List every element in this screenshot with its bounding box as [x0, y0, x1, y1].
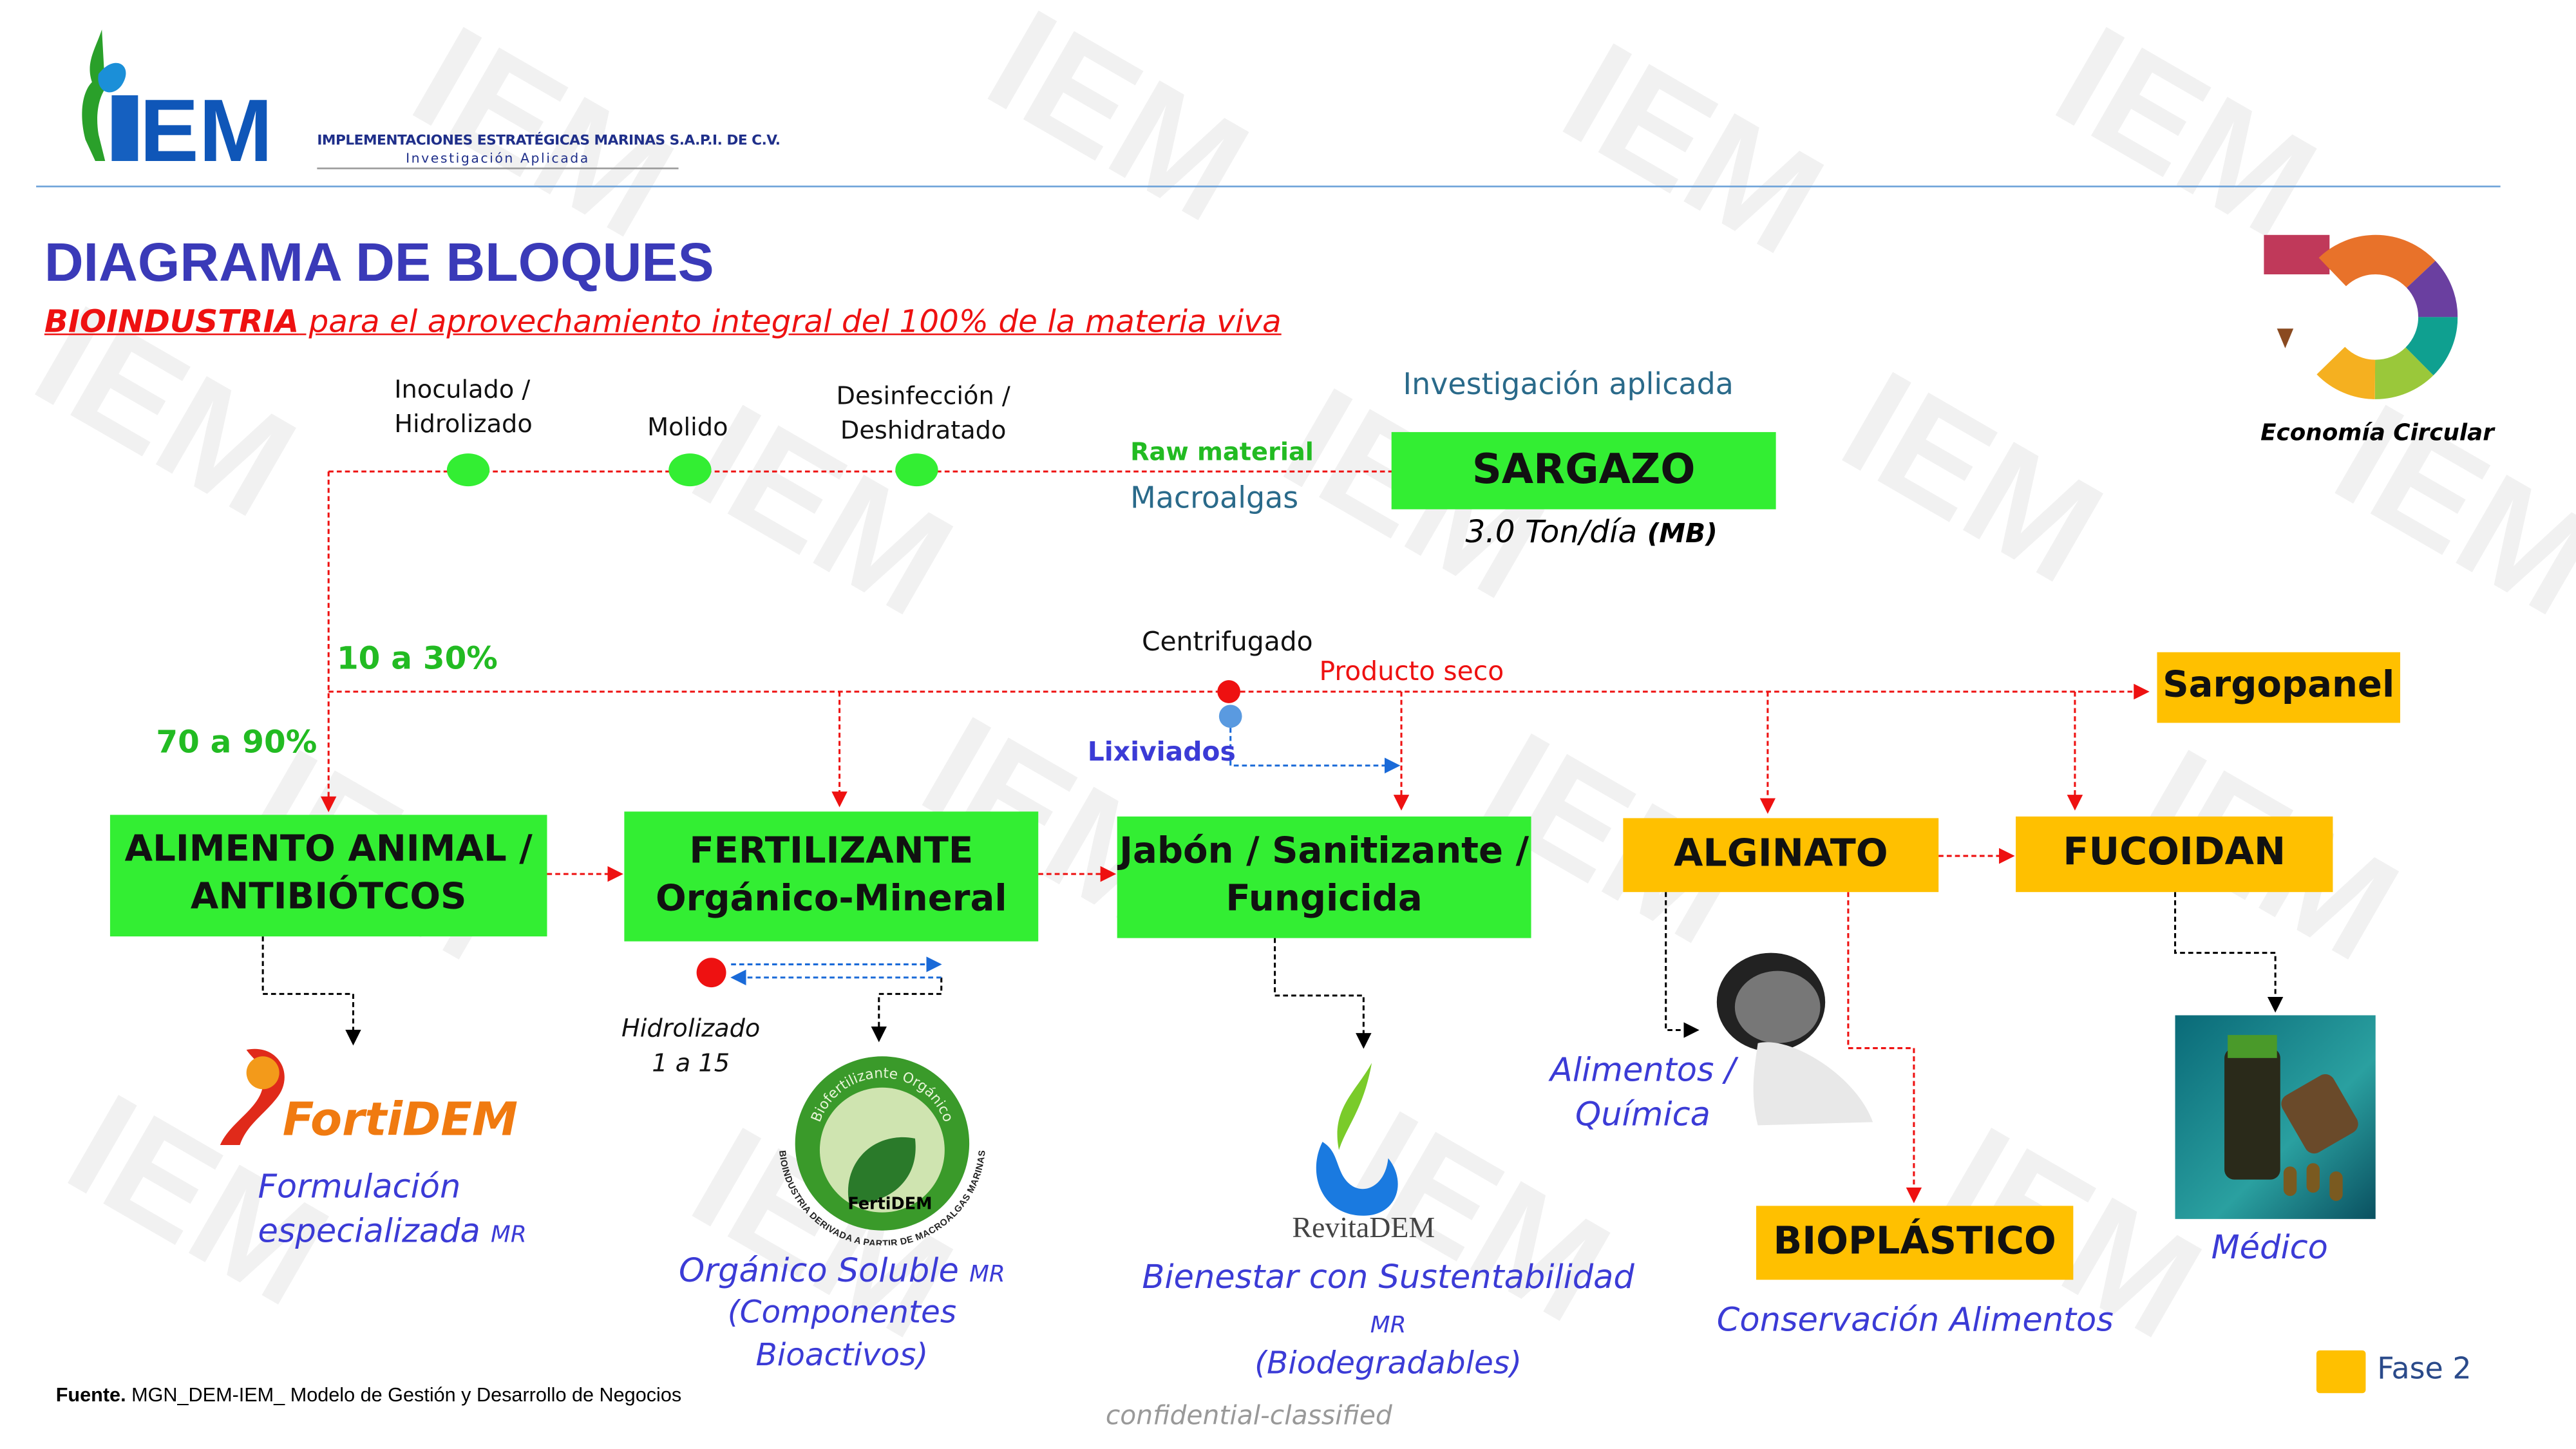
fortidem-description: Formulación especializada MR [258, 1165, 527, 1254]
circular-economy-graphic [2264, 230, 2458, 404]
sargazo-quantity: 3.0 Ton/día (MB) [1465, 514, 1717, 550]
source-bold: Fuente. [55, 1383, 126, 1406]
source-text: MGN_DEM-IEM_ Modelo de Gestión y Desarro… [126, 1383, 682, 1406]
alginato-box: ALGINATO [1623, 818, 1939, 893]
fertilizante-line2: Orgánico-Mineral [655, 878, 1007, 920]
revitadem-logo-text: RevitaDEM [1292, 1211, 1435, 1244]
process-dots [446, 453, 1242, 988]
sargazo-box: SARGAZO [1391, 431, 1776, 509]
fortidem-logo-text: FortiDEM [282, 1092, 518, 1147]
step-desinfeccion: Desinfección / Deshidratado [836, 381, 1010, 446]
jabon-line2: Fungicida [1226, 878, 1423, 920]
alginato-line1: Alimentos / [1550, 1050, 1736, 1090]
fertidem-description: Orgánico Soluble MR (Componentes Bioacti… [657, 1249, 1027, 1378]
step-molido: Molido [647, 412, 728, 442]
quantity-unit: (MB) [1647, 517, 1718, 549]
circular-economy-label: Economía Circular [2260, 421, 2494, 447]
subtitle-rest: para el aprovechamiento integral del 100… [299, 303, 1282, 341]
page-subtitle: BIOINDUSTRIA para el aprovechamiento int… [44, 304, 1282, 340]
lixiviados-label: Lixiviados [1087, 735, 1236, 768]
fertilizante-line1: FERTILIZANTE [689, 831, 974, 873]
alginato-description: Alimentos / Química [1544, 1048, 1741, 1137]
legend-swatch-fase2 [2316, 1350, 2366, 1394]
step-inoculado: Inoculado / Hidrolizado [394, 374, 533, 439]
fucoidan-description: Médico [2211, 1227, 2328, 1267]
macroalgas-label: Macroalgas [1130, 481, 1299, 516]
source-note: Fuente. MGN_DEM-IEM_ Modelo de Gestión y… [56, 1383, 681, 1406]
research-label: Investigación aplicada [1403, 368, 1734, 402]
fertilizante-box: FERTILIZANTE Orgánico-Mineral [624, 811, 1039, 942]
fortidem-logo: FortiDEM [214, 1043, 518, 1151]
header-divider [36, 185, 2501, 187]
centrifugado-label: Centrifugado [1141, 625, 1313, 658]
hidrolizado-line1: Hidrolizado [621, 1013, 761, 1043]
alginate-powder-image [1709, 945, 1881, 1133]
legend-label-fase2: Fase 2 [2377, 1352, 2472, 1387]
fertidem-logo-text: FertiDEM [848, 1196, 933, 1215]
quantity-value: 3.0 Ton/día [1465, 514, 1638, 551]
iem-logo: EM [50, 17, 296, 180]
fertidem-seal: Biofertilizante Orgánico BIOINDUSTRIA DE… [775, 1048, 989, 1249]
page-title: DIAGRAMA DE BLOQUES [44, 231, 714, 293]
producto-seco-label: Producto seco [1319, 655, 1504, 687]
revitadem-logo: RevitaDEM [1257, 1059, 1471, 1248]
sargopanel-box: Sargopanel [2157, 652, 2401, 723]
fucoidan-box: FUCOIDAN [2016, 816, 2333, 893]
hidrolizado-line2: 1 a 15 [652, 1048, 730, 1078]
fortidem-line1: Formulación [258, 1166, 461, 1206]
fertidem-line1: Orgánico Soluble [679, 1250, 959, 1290]
percent-high: 70 a 90% [156, 724, 317, 761]
revitadem-line2: (Biodegradables) [1255, 1345, 1522, 1382]
alginato-line2: Química [1575, 1094, 1710, 1134]
bioplastico-box: BIOPLÁSTICO [1756, 1206, 2074, 1280]
tagline-underline [317, 167, 679, 169]
svg-text:EM: EM [140, 81, 273, 167]
percent-low: 10 a 30% [336, 640, 498, 677]
fortidem-line2: especializada [258, 1211, 480, 1251]
jabon-box: Jabón / Sanitizante / Fungicida [1117, 816, 1531, 938]
raw-material-label: Raw material [1130, 437, 1314, 467]
fucoidan-capsules-image [2175, 1015, 2376, 1219]
bioplastico-description: Conservación Alimentos [1716, 1299, 2114, 1340]
fertidem-line2: (Componentes Bioactivos) [727, 1294, 957, 1373]
mr-mark: MR [969, 1262, 1005, 1288]
alimento-animal-box: ALIMENTO ANIMAL / ANTIBIÓTCOS [109, 815, 547, 937]
mr-mark: MR [491, 1222, 527, 1249]
company-name: IMPLEMENTACIONES ESTRATÉGICAS MARINAS S.… [317, 133, 781, 150]
hidrolizado-label: Hidrolizado 1 a 15 [621, 1012, 761, 1081]
confidential-label: confidential-classified [1105, 1399, 1392, 1431]
company-tagline: Investigación Aplicada [406, 151, 590, 166]
mr-mark: MR [1370, 1312, 1406, 1340]
revitadem-description: Bienestar con Sustentabilidad MR (Biodeg… [1133, 1255, 1643, 1386]
subtitle-bold: BIOINDUSTRIA [44, 303, 299, 341]
jabon-line1: Jabón / Sanitizante / [1119, 831, 1530, 873]
alimento-line2: ANTIBIÓTCOS [190, 877, 467, 919]
revitadem-line1: Bienestar con Sustentabilidad [1142, 1256, 1634, 1296]
alimento-line1: ALIMENTO ANIMAL / [124, 830, 533, 872]
